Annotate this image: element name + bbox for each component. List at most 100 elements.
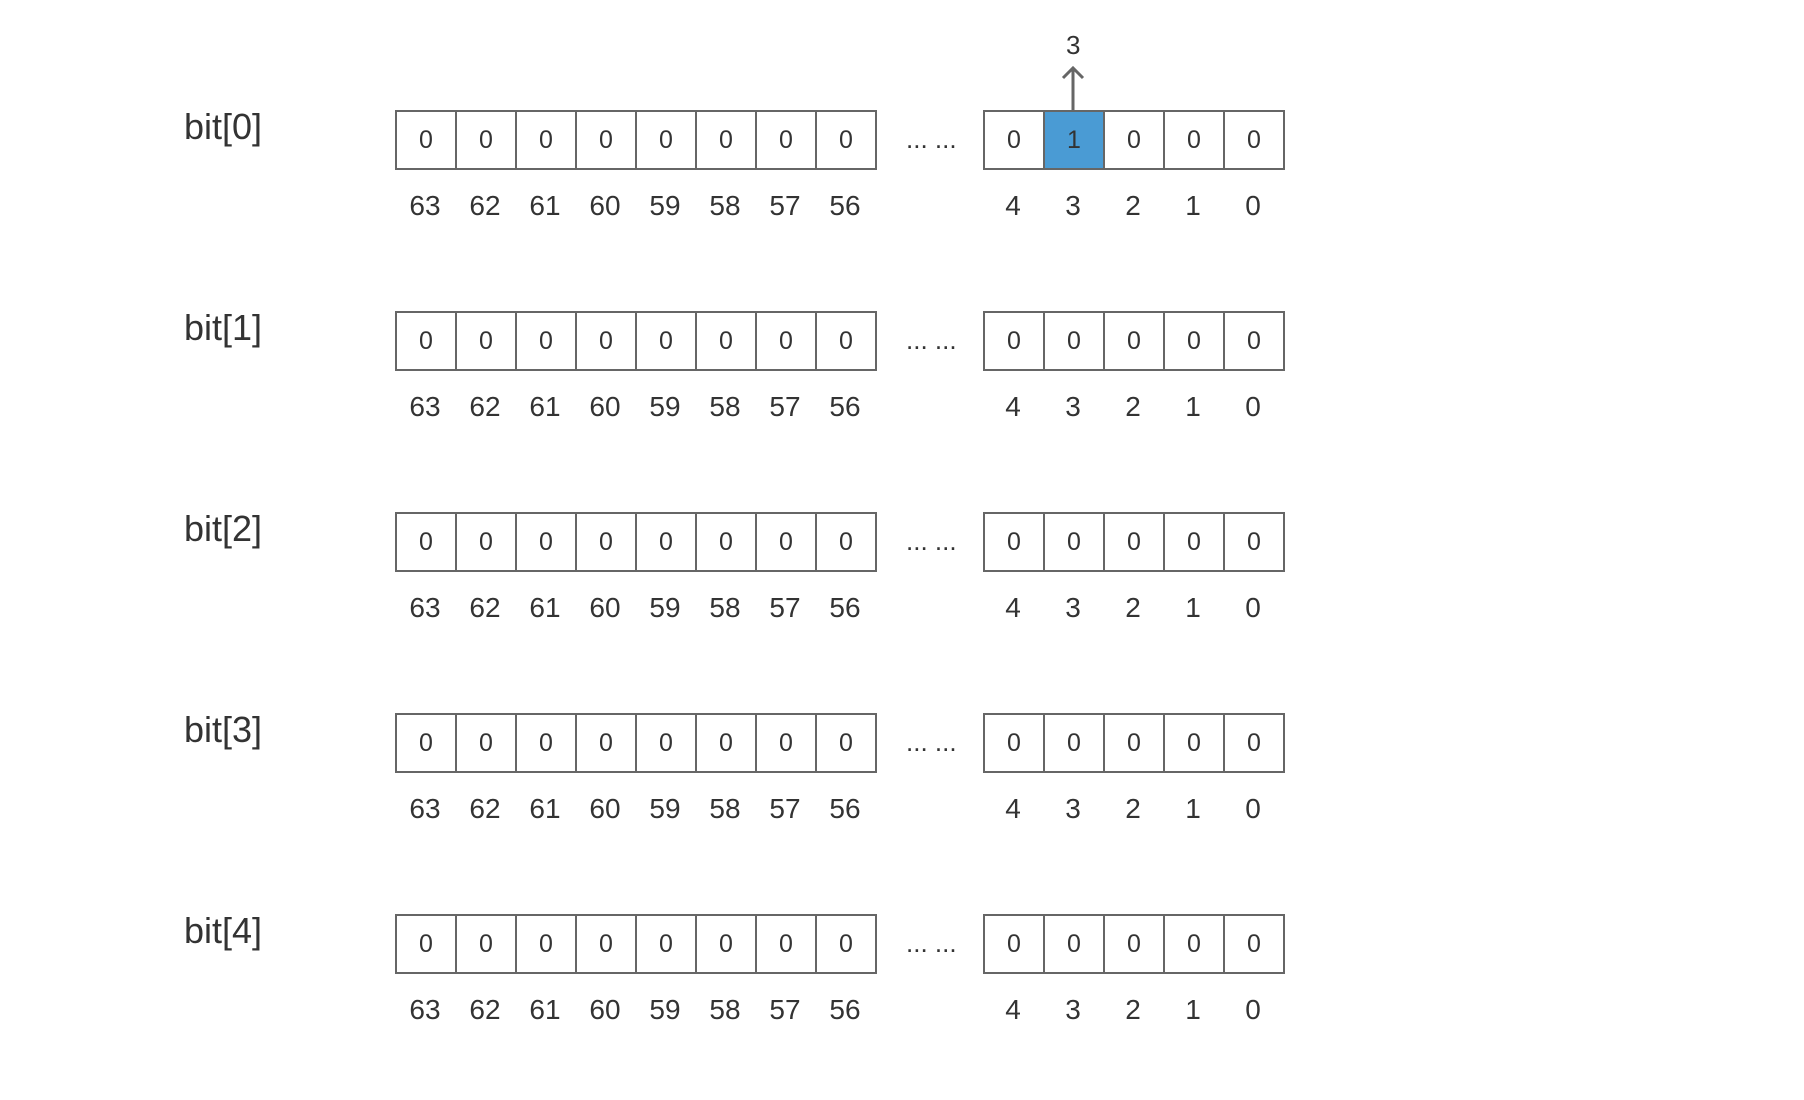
- bit-cell: 0: [1165, 914, 1225, 974]
- ellipsis: ... ...: [906, 526, 957, 556]
- bit-cell: 0: [817, 311, 877, 371]
- bit-index: 57: [769, 592, 801, 623]
- bit-index: 60: [589, 190, 621, 221]
- bit-index: 2: [1125, 190, 1141, 221]
- bit-cell: 0: [397, 914, 457, 974]
- bit-index: 61: [529, 793, 561, 824]
- bit-cell: 0: [817, 713, 877, 773]
- bit-cell: 0: [697, 713, 757, 773]
- bit-cell: 0: [1105, 311, 1165, 371]
- bit-index: 58: [709, 391, 741, 422]
- bit-cell: 0: [577, 512, 637, 572]
- bit-cell: 0: [1105, 512, 1165, 572]
- bit-cell: 0: [397, 110, 457, 170]
- bit-index: 62: [469, 793, 501, 824]
- bit-cell: 0: [457, 110, 517, 170]
- bit-cell: 0: [697, 311, 757, 371]
- bit-cell: 0: [397, 512, 457, 572]
- bit-cell: 0: [457, 512, 517, 572]
- bit-index: 0: [1245, 793, 1261, 824]
- bit-index: 58: [709, 190, 741, 221]
- bit-cell: 0: [517, 713, 577, 773]
- bit-cell: 0: [757, 311, 817, 371]
- pointer-label: 3: [1066, 30, 1081, 60]
- bit-index: 56: [829, 793, 861, 824]
- bit-cell: 0: [517, 914, 577, 974]
- bit-cell: 0: [1045, 512, 1105, 572]
- bit-index: 56: [829, 190, 861, 221]
- bit-index: 3: [1065, 592, 1081, 623]
- bit-index: 59: [649, 994, 681, 1025]
- bit-index: 2: [1125, 592, 1141, 623]
- bit-index: 3: [1065, 994, 1081, 1025]
- bit-index: 57: [769, 793, 801, 824]
- bit-cell: 0: [817, 512, 877, 572]
- bit-cell: 0: [1105, 914, 1165, 974]
- bit-index: 2: [1125, 994, 1141, 1025]
- bit-index: 1: [1185, 190, 1201, 221]
- row-label: bit[1]: [184, 307, 263, 348]
- bit-cell: 0: [1225, 713, 1285, 773]
- bit-index: 56: [829, 592, 861, 623]
- bit-cell: 0: [985, 311, 1045, 371]
- bit-index: 63: [409, 793, 441, 824]
- bit-cell: 0: [1105, 110, 1165, 170]
- row-label: bit[2]: [184, 508, 263, 549]
- bit-index: 63: [409, 592, 441, 623]
- bit-cell: 0: [1045, 311, 1105, 371]
- bit-cell: 0: [1225, 512, 1285, 572]
- bit-cell: 0: [577, 713, 637, 773]
- bit-cell: 0: [697, 914, 757, 974]
- bit-index: 63: [409, 190, 441, 221]
- bit-index: 57: [769, 994, 801, 1025]
- bit-cell: 0: [517, 110, 577, 170]
- bit-index: 61: [529, 994, 561, 1025]
- bit-index: 57: [769, 190, 801, 221]
- bit-cell: 0: [757, 512, 817, 572]
- bit-index: 62: [469, 994, 501, 1025]
- bit-cell: 0: [817, 914, 877, 974]
- bit-cell: 0: [1045, 914, 1105, 974]
- bit-index: 58: [709, 793, 741, 824]
- bit-cell: 0: [757, 713, 817, 773]
- bit-index: 2: [1125, 793, 1141, 824]
- bit-index: 3: [1065, 190, 1081, 221]
- bit-cell: 0: [1165, 713, 1225, 773]
- bit-cell: 0: [1165, 110, 1225, 170]
- bit-index: 56: [829, 994, 861, 1025]
- bit-index: 0: [1245, 391, 1261, 422]
- bit-cell: 0: [457, 311, 517, 371]
- bit-cell-set: 1: [1045, 110, 1105, 170]
- bit-cell: 0: [457, 914, 517, 974]
- bit-cell: 0: [1165, 512, 1225, 572]
- bit-cell: 0: [697, 110, 757, 170]
- bit-cell: 0: [637, 110, 697, 170]
- bit-index: 59: [649, 190, 681, 221]
- bit-cell: 0: [1225, 311, 1285, 371]
- bit-cell: 0: [457, 713, 517, 773]
- bit-index: 1: [1185, 793, 1201, 824]
- bit-index: 0: [1245, 994, 1261, 1025]
- bit-cell: 0: [577, 110, 637, 170]
- bit-cell: 0: [757, 110, 817, 170]
- bit-index: 63: [409, 391, 441, 422]
- bit-cell: 0: [817, 110, 877, 170]
